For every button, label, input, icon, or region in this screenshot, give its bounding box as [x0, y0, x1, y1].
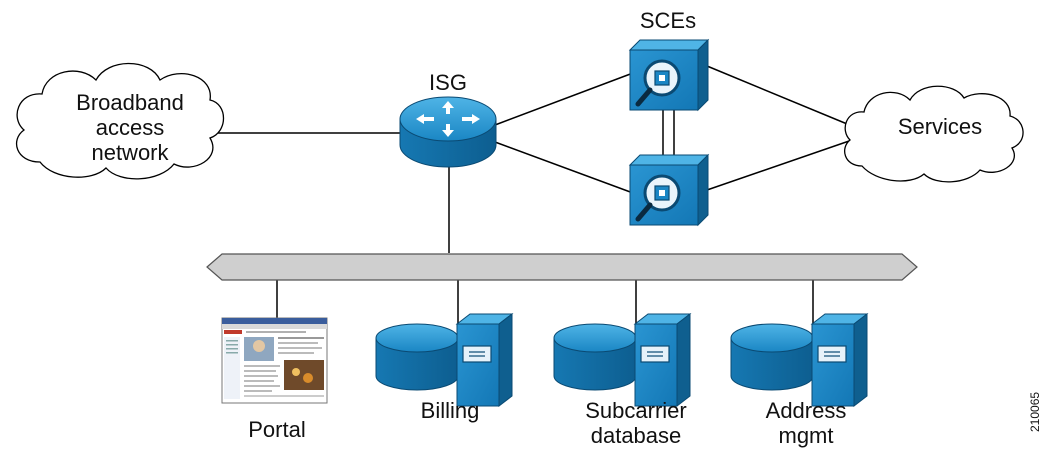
database-server-icon [730, 312, 869, 408]
broadband-label: Broadband access network [60, 90, 200, 165]
isg-label: ISG [429, 70, 467, 95]
sces-label: SCEs [639, 8, 697, 33]
web-portal-screenshot-icon [221, 317, 328, 404]
subcarrier-label: Subcarrier database [566, 398, 706, 448]
subcarrier-label-line: database [590, 423, 682, 448]
connection-lines [218, 65, 853, 326]
cloud-icon [15, 62, 224, 180]
broadband-label-line: Broadband [76, 90, 184, 115]
broadband-label-line: access [95, 115, 165, 140]
address-label: Address mgmt [746, 398, 866, 448]
sce-appliance-icon [628, 153, 710, 227]
cloud-icon [844, 85, 1024, 183]
figure-id: 210065 [1028, 391, 1042, 432]
sce-appliance-icon [628, 38, 710, 112]
broadband-label-line: network [91, 140, 169, 165]
subcarrier-label-line: Subcarrier [585, 398, 687, 423]
link-isg-sce-bottom [494, 141, 634, 194]
address-label-line: Address [765, 398, 847, 423]
link-isg-sce-top [494, 72, 634, 126]
router-icon [399, 96, 497, 168]
link-sce-top-services [706, 65, 853, 127]
billing-label: Billing [420, 398, 480, 423]
database-server-icon [375, 312, 514, 408]
portal-label: Portal [248, 417, 306, 442]
services-label: Services [897, 114, 983, 139]
network-bus-icon [206, 253, 918, 281]
database-server-icon [553, 312, 692, 408]
link-sce-bottom-services [706, 139, 853, 191]
address-label-line: mgmt [778, 423, 834, 448]
